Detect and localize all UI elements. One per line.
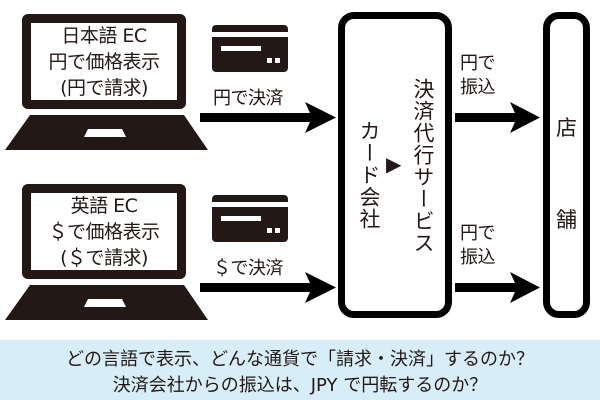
transfer-line: 円で — [460, 53, 496, 74]
screen-line: 英語 EC — [70, 194, 138, 217]
screen-content: 日本語 EC 円で価格表示 (円で請求) — [31, 23, 177, 100]
transfer-line: 円で — [460, 223, 496, 244]
screen-line: (円で請求) — [60, 76, 148, 99]
laptop-screen-english-ec: 英語 EC ＄で価格表示 (＄で請求) — [22, 184, 186, 279]
arrow-icon: ▶ — [386, 152, 402, 176]
payment-service-label: 決済代行サービス — [411, 78, 435, 254]
transfer-label: 円で 振込 — [460, 52, 496, 100]
store-box — [543, 12, 590, 318]
transfer-line: 振込 — [460, 77, 496, 98]
screen-line: 日本語 EC — [61, 24, 147, 47]
arrow-right-icon — [455, 102, 540, 133]
credit-card-icon — [212, 195, 288, 242]
screen-content: 英語 EC ＄で価格表示 (＄で請求) — [31, 193, 177, 270]
caption-line-2: 決済会社からの振込は、JPY で円転するのか？ — [112, 375, 488, 396]
store-label-char: 舗 — [556, 208, 577, 232]
screen-line: 円で価格表示 — [48, 50, 160, 73]
arrow-right-icon — [200, 272, 336, 303]
payment-processor-box — [338, 12, 452, 318]
credit-card-icon — [212, 25, 288, 72]
laptop-base-icon — [5, 115, 208, 150]
screen-line: ＄で価格表示 — [48, 220, 160, 243]
arrow-right-icon — [455, 272, 540, 303]
caption-band: どの言語で表示、どんな通貨で「請求・決済」するのか？ 決済会社からの振込は、JP… — [0, 340, 600, 400]
transfer-line: 振込 — [460, 247, 496, 268]
laptop-base-icon — [5, 285, 208, 320]
caption-line-1: どの言語で表示、どんな通貨で「請求・決済」するのか？ — [66, 349, 534, 370]
card-company-label: カード会社 — [357, 120, 381, 230]
arrow-right-icon — [200, 102, 336, 133]
screen-line: (＄で請求) — [60, 246, 148, 269]
store-label-char: 店 — [556, 116, 577, 140]
transfer-label: 円で 振込 — [460, 222, 496, 270]
laptop-screen-japanese-ec: 日本語 EC 円で価格表示 (円で請求) — [22, 14, 186, 109]
payment-label-yen: 円で決済 — [213, 88, 284, 109]
payment-label-dollar: ＄で決済 — [213, 258, 284, 279]
